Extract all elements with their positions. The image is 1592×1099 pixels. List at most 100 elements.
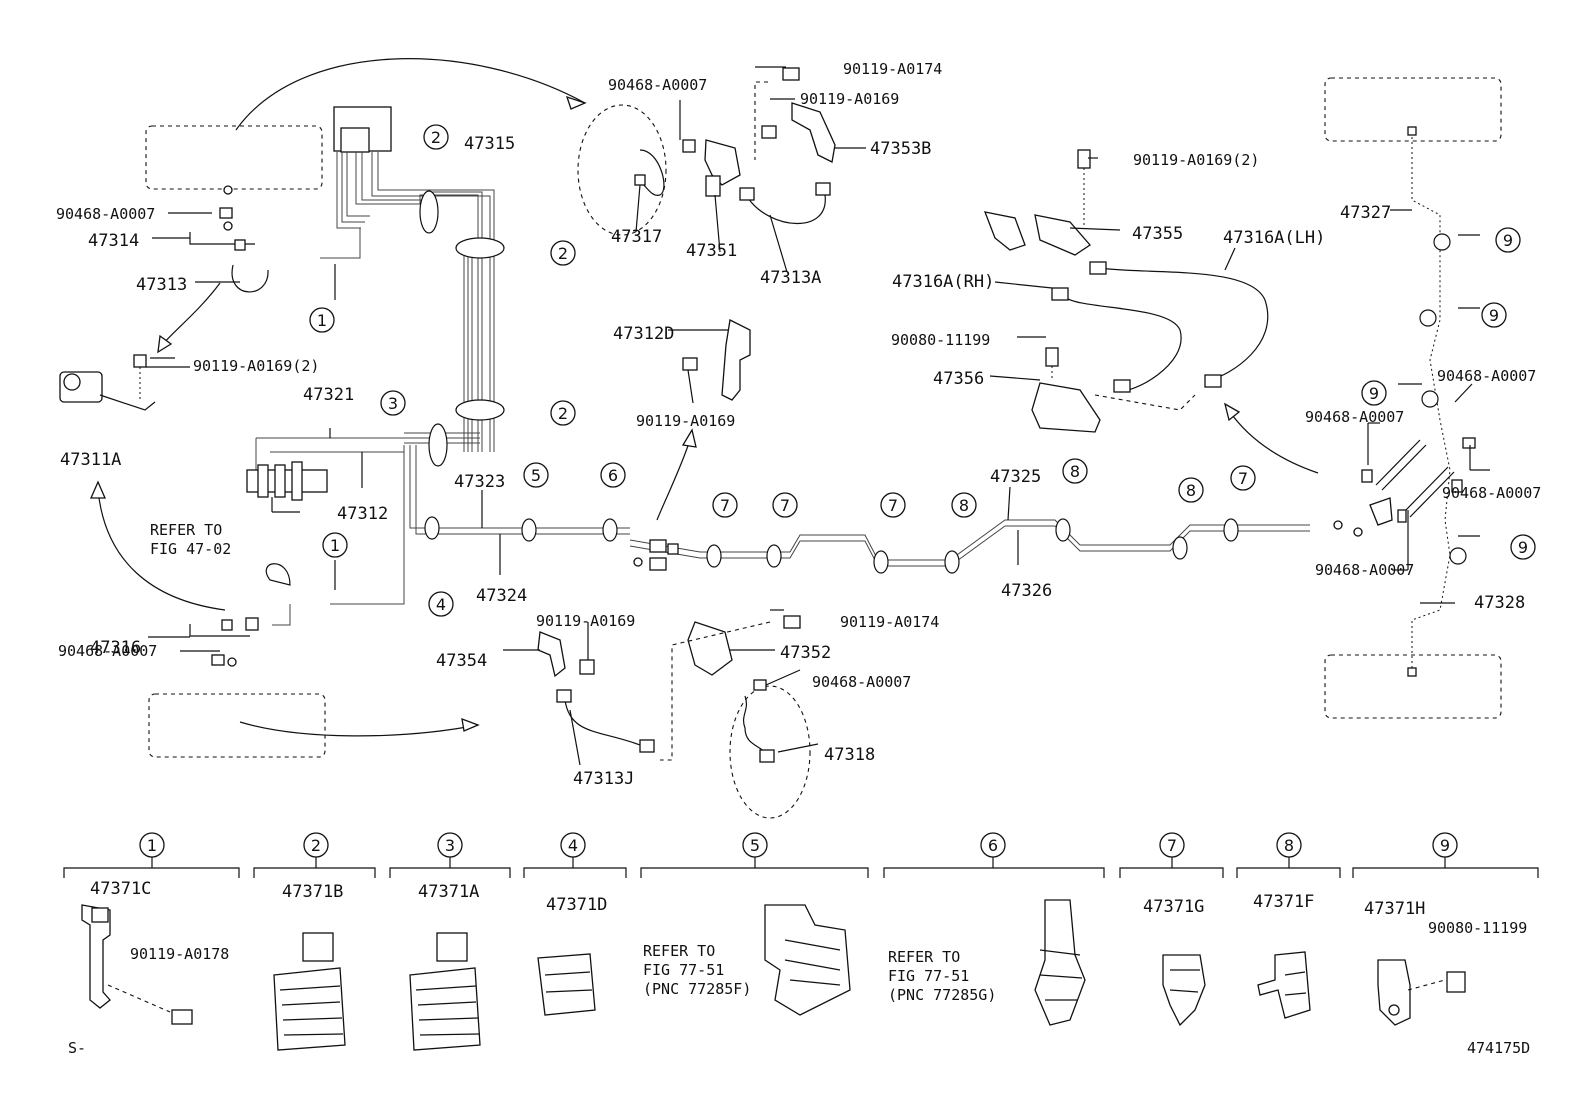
junction: [649, 539, 667, 553]
junction: [649, 557, 667, 571]
label-47351: 47351: [686, 241, 737, 261]
label-47325: 47325: [990, 467, 1041, 487]
label-47318: 47318: [824, 745, 875, 765]
clip: [682, 139, 696, 153]
bolt: [1077, 149, 1091, 169]
svg-text:7: 7: [1167, 836, 1177, 855]
label-47313J: 47313J: [573, 769, 634, 789]
clamp-47371B-drawing: [273, 932, 346, 1051]
svg-text:2: 2: [558, 404, 568, 423]
label-90468-A0007: 90468-A0007: [1315, 561, 1414, 579]
svg-text:7: 7: [888, 496, 898, 515]
flex-hose-lh: [1099, 267, 1269, 381]
label-47321: 47321: [303, 385, 354, 405]
fitting: [1333, 520, 1343, 530]
svg-text:8: 8: [1186, 481, 1196, 500]
callout-6: 6: [600, 462, 626, 488]
label-90468-A0007: 90468-A0007: [58, 642, 157, 660]
legend-callout-7: 7: [1159, 832, 1185, 858]
label-47326: 47326: [1001, 581, 1052, 601]
legend-callout-9: 9: [1432, 832, 1458, 858]
callout-7: 7: [1230, 465, 1256, 491]
legend-callout-8: 8: [1276, 832, 1302, 858]
svg-text:9: 9: [1518, 538, 1528, 557]
fitting: [245, 617, 259, 631]
bracket-47354: [537, 631, 566, 678]
callout-8: 8: [951, 492, 977, 518]
callout-4: 4: [428, 591, 454, 617]
bolt: [783, 615, 801, 629]
label-90468-A0007: 90468-A0007: [1437, 367, 1536, 385]
junction: [667, 543, 679, 555]
svg-text:7: 7: [780, 496, 790, 515]
svg-text:8: 8: [1284, 836, 1294, 855]
flex-hose-rh: [1064, 296, 1182, 392]
label-47353B: 47353B: [870, 139, 931, 159]
label-47316A-lh: 47316A(LH): [1223, 228, 1325, 248]
svg-text:5: 5: [750, 836, 760, 855]
part-labels: 47315 47314 47313 47311A 47321 47312 473…: [56, 60, 1541, 789]
svg-text:3: 3: [445, 836, 455, 855]
label-47316A-rh: 47316A(RH): [892, 272, 994, 292]
label-47352: 47352: [780, 643, 831, 663]
bracket-47353B: [791, 102, 836, 163]
flex-hose-47313J: [564, 699, 641, 746]
label-47317: 47317: [611, 227, 662, 247]
footer-left: S-: [68, 1039, 86, 1057]
label-47323: 47323: [454, 472, 505, 492]
label-90468-A0007: 90468-A0007: [608, 76, 707, 94]
legend-callout-3: 3: [437, 832, 463, 858]
label-47311A: 47311A: [60, 450, 121, 470]
label-47324: 47324: [476, 586, 527, 606]
label-90119-A0174: 90119-A0174: [843, 60, 942, 78]
legend-part-47371G: 47371G: [1143, 897, 1204, 917]
svg-text:5: 5: [531, 466, 541, 485]
leader: [660, 621, 771, 761]
label-90080-11199: 90080-11199: [891, 331, 990, 349]
rear-junction: [1361, 437, 1476, 526]
label-90468-A0007: 90468-A0007: [812, 673, 911, 691]
refer-text: REFER TO: [150, 521, 222, 539]
clamp-2: [455, 399, 505, 421]
svg-text:3: 3: [388, 394, 398, 413]
label-47315: 47315: [464, 134, 515, 154]
refer-text: FIG 77-51: [643, 961, 724, 979]
callout-9: 9: [1510, 534, 1536, 560]
callout-8: 8: [1178, 477, 1204, 503]
label-47355: 47355: [1132, 224, 1183, 244]
sensor-head: [634, 174, 646, 186]
hose-end: [1113, 379, 1131, 393]
label-90468-A0007: 90468-A0007: [1305, 408, 1404, 426]
label-47354: 47354: [436, 651, 487, 671]
actuator-ports: [340, 127, 370, 153]
reference-box-bottom-right: [1324, 654, 1502, 719]
clamp-4: [424, 516, 440, 540]
callout-9: 9: [1361, 380, 1387, 406]
leader-lines: [146, 66, 1490, 766]
label-90119-A0169-2: 90119-A0169(2): [193, 357, 319, 375]
refer-text: (PNC 77285G): [888, 986, 996, 1004]
clamp-3: [428, 423, 448, 467]
svg-text:2: 2: [311, 836, 321, 855]
clamp-2: [419, 190, 439, 234]
callout-3: 3: [380, 390, 406, 416]
hose-end: [1089, 261, 1107, 275]
svg-text:1: 1: [330, 536, 340, 555]
svg-text:6: 6: [608, 466, 618, 485]
legend-callout-1: 1: [139, 832, 165, 858]
clamp-47371D-drawing: [537, 953, 596, 1016]
detail-ellipse: [729, 685, 811, 819]
svg-text:1: 1: [317, 311, 327, 330]
hose-end: [815, 182, 831, 196]
clamp-47371H-drawing: [1377, 959, 1466, 1026]
bolt: [782, 67, 800, 81]
callout-2: 2: [550, 400, 576, 426]
callout-2: 2: [550, 240, 576, 266]
bracket-47356: [1031, 382, 1101, 433]
bolt: [579, 659, 595, 675]
bolt: [761, 125, 777, 139]
arrowhead: [461, 717, 480, 732]
clamp-legend: 1 2 3 4 5 6 7 8 9 47371C 90119-A0178 473…: [63, 832, 1539, 1051]
label-90119-A0174: 90119-A0174: [840, 613, 939, 631]
fitting: [223, 221, 233, 231]
